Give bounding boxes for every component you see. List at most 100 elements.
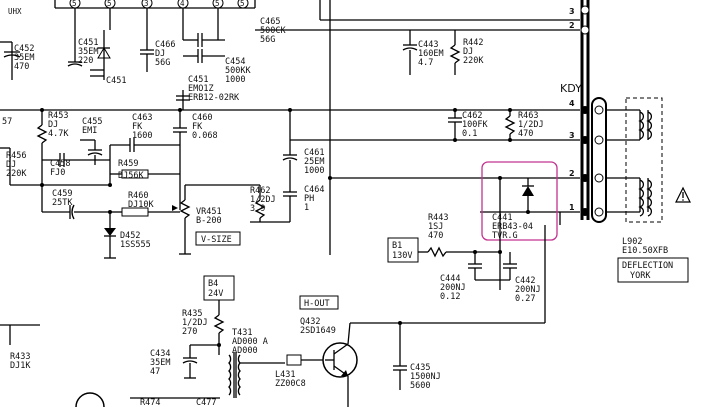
c454-v2: 1000	[225, 75, 245, 85]
c434-ref: C434	[150, 349, 170, 359]
c452-v1: 35EM	[14, 53, 34, 63]
r433-v1: DJ1K	[10, 361, 31, 371]
t431-v2: AD000	[232, 346, 258, 356]
r463-group: R463 1/2DJ 470	[504, 110, 544, 140]
c466-group: C466 DJ 56G	[140, 40, 175, 72]
r435-v2: 270	[182, 327, 197, 337]
c435-ref: C435	[410, 363, 430, 373]
t431-group: T431 AD000 A AD000	[228, 328, 268, 398]
c461-group: C461 25EM 1000	[282, 110, 324, 176]
r457-ref: 57	[2, 117, 12, 127]
r460-ref: R460	[128, 191, 148, 201]
b1-ref: B1	[392, 241, 402, 251]
r463-ref: R463	[518, 111, 538, 121]
q432-ref: Q432	[300, 317, 320, 327]
h-out-label: H-OUT	[304, 299, 330, 309]
c451c-v2: ERB12-02RK	[188, 93, 240, 103]
c458-ref: C458	[50, 159, 70, 169]
r456-group: R456 DJ 220K	[0, 147, 27, 185]
c462-v2: 0.1	[462, 129, 477, 139]
c464-v2: 1	[304, 203, 309, 213]
v-size-label: V-SIZE	[201, 235, 232, 245]
r462-ref: R462	[250, 186, 270, 196]
c442-group: C442 200NJ 0.27	[503, 252, 541, 304]
l902-ref: L902	[622, 237, 642, 247]
r442-v1: DJ	[463, 47, 473, 57]
c444-ref: C444	[440, 274, 460, 284]
r435-v1: 1/2DJ	[182, 318, 208, 328]
b4-ref: B4	[208, 279, 218, 289]
top-pin-2: 5	[107, 0, 112, 8]
c452-v2: 470	[14, 62, 29, 72]
top-pin-1: 5	[72, 0, 77, 8]
top-pin-4: 4	[180, 0, 185, 8]
c435-group: C435 1500NJ 5600	[393, 323, 441, 391]
top-ic-strip: 5 5 3 4 5 5 UHX	[8, 0, 256, 45]
c466-v1: DJ	[155, 49, 165, 59]
c451c-ref: C451	[188, 75, 208, 85]
d452-group: D452 1SS555	[104, 212, 151, 259]
l902-v1: E10.50XFB	[622, 246, 668, 256]
v-size-box: V-SIZE	[195, 231, 241, 246]
c435-v1: 1500NJ	[410, 372, 441, 382]
c443-group: C443 160EM 4.7	[402, 30, 444, 75]
kdy-upper-pin-3: 3	[569, 7, 575, 16]
r453-v2: 4.7K	[48, 129, 69, 139]
c442-v1: 200NJ	[515, 285, 541, 295]
r433-group: R433 DJ1K	[0, 324, 40, 371]
c451a-v1: 35EM	[78, 47, 98, 57]
vr451-ref: VR451	[196, 207, 222, 217]
r463-v1: 1/2DJ	[518, 120, 544, 130]
c452-ref: C452	[14, 44, 34, 54]
c465-group: C465 500CK 56G	[183, 17, 286, 47]
kdy-connector: KDY 3 2 4 3 2 1	[560, 0, 607, 223]
c451a-v2: 220	[78, 56, 93, 66]
r433-ref: R433	[10, 352, 30, 362]
c462-group: C462 100FK 0.1	[448, 110, 488, 140]
c451a-group: C451 35EM 220 C451	[67, 30, 126, 86]
c444-v1: 200NJ	[440, 283, 466, 293]
c459-group: C459 25TK	[41, 185, 110, 220]
c463-ref: C463	[132, 113, 152, 123]
r459-ref: R459	[118, 159, 138, 169]
c442-ref: C442	[515, 276, 535, 286]
c451a-ref: C451	[78, 38, 98, 48]
l431-ref: L431	[275, 370, 295, 380]
c434-v1: 35EM	[150, 358, 170, 368]
b4-box: B4 24V	[203, 275, 235, 301]
r460-group: R460 DJ10K	[110, 191, 180, 217]
c465-v2: 56G	[260, 35, 275, 45]
c443-v1: 160EM	[418, 49, 444, 59]
c454-v1: 500KK	[225, 66, 251, 76]
r456-v2: 220K	[6, 169, 27, 179]
c459-ref: C459	[52, 189, 72, 199]
c452-group: C452 35EM 470	[0, 41, 34, 80]
uhx-label: UHX	[8, 7, 22, 16]
c458-v1: FJ0	[50, 168, 65, 178]
c443-v2: 4.7	[418, 58, 433, 68]
r443-v2: 470	[428, 231, 443, 241]
kdy-label: KDY	[560, 82, 582, 95]
l431-group: L431 ZZ00C8	[275, 354, 325, 389]
c466-ref: C466	[155, 40, 175, 50]
c442-v2: 0.27	[515, 294, 535, 304]
warning-triangle-icon	[675, 186, 691, 203]
c477-ref: C477	[196, 398, 216, 407]
c441-v1: ERB43-04	[492, 222, 533, 232]
d452-v1: 1SS555	[120, 240, 151, 250]
c464-group: C464 PH 1	[283, 175, 324, 222]
b1-v1: 130V	[392, 251, 412, 261]
c455-ref: C455	[82, 117, 102, 127]
r443-ref: R443	[428, 213, 448, 223]
t431-ref: T431	[232, 328, 252, 338]
r453-v1: DJ	[48, 120, 58, 130]
q432-v1: 2SD1649	[300, 326, 336, 336]
c454-group: C454 500KK 1000	[183, 49, 251, 85]
b4-v1: 24V	[208, 289, 223, 299]
r474-ref: R474	[140, 398, 160, 407]
kdy-pin-4: 4	[569, 99, 575, 108]
q432-group: Q432 2SD1649	[300, 317, 358, 407]
vr451-v1: B-200	[196, 216, 222, 226]
